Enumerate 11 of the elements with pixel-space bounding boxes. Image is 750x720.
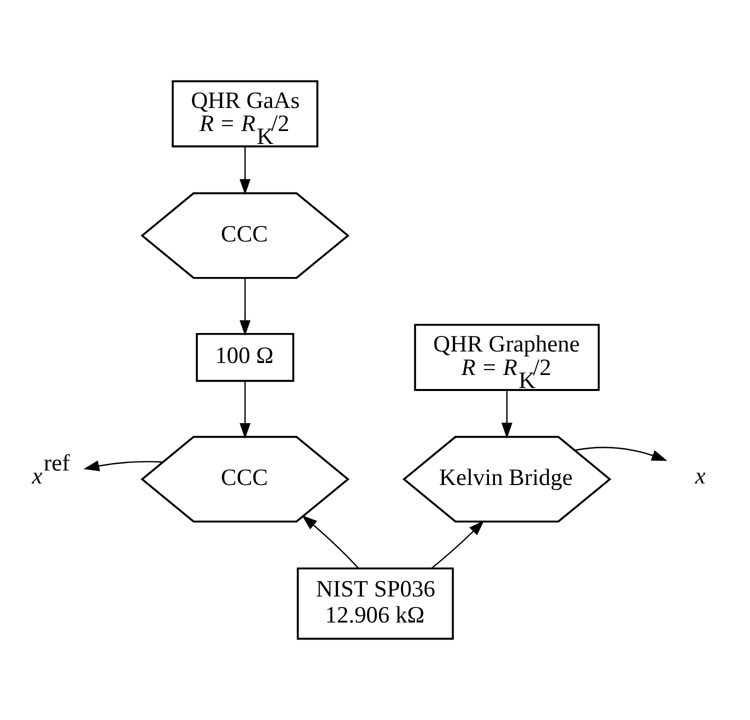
arrow	[240, 146, 251, 195]
arrow	[240, 381, 251, 439]
arrow	[431, 520, 484, 569]
node-text: x	[695, 464, 706, 490]
arrow	[574, 446, 668, 461]
node-box: NIST SP036 12.906 kΩ	[296, 567, 454, 640]
arrow	[240, 278, 251, 336]
arrow	[501, 390, 512, 438]
arrow	[84, 460, 163, 472]
node-box: 100 Ω	[196, 332, 294, 382]
arrow	[302, 515, 359, 569]
